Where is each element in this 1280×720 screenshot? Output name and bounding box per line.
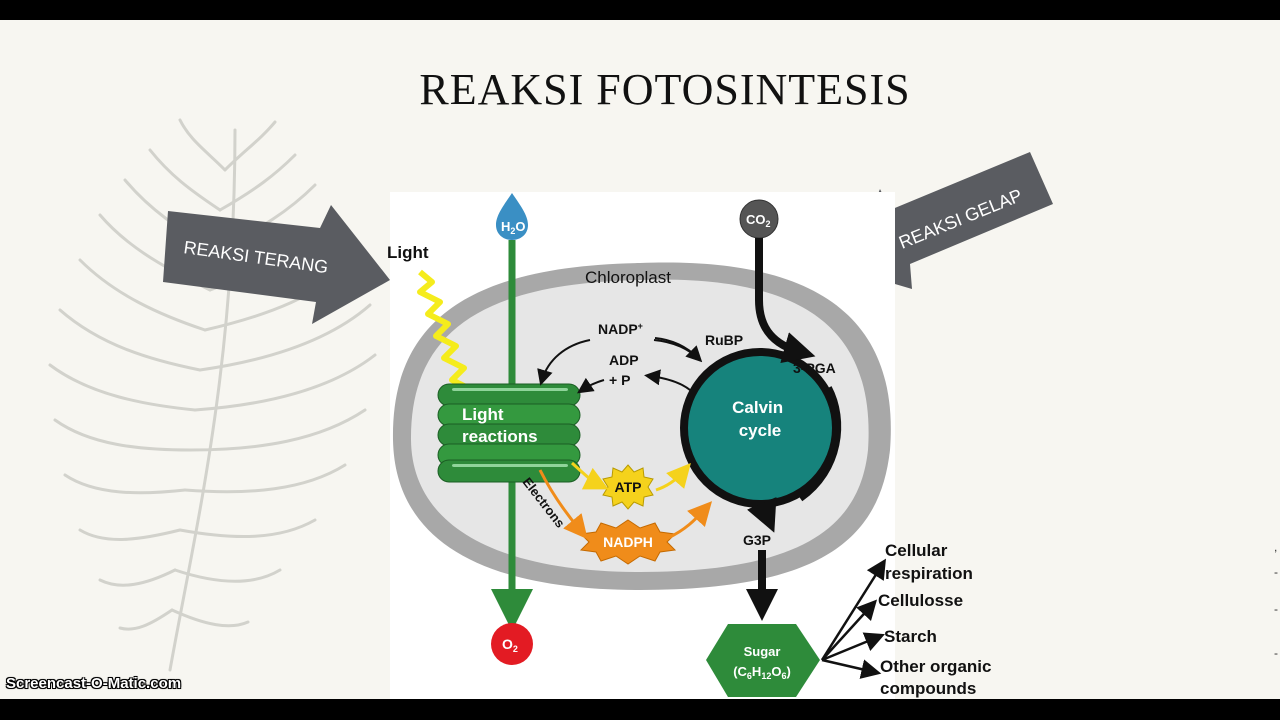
co2-input-arrow	[755, 238, 816, 364]
nadph-to-calvin-arrow	[667, 501, 713, 540]
nadp-label: NADP+	[598, 321, 643, 337]
thylakoid-stack	[437, 383, 581, 483]
adp-label: ADP + P	[609, 352, 642, 388]
nadph-burst-icon	[579, 519, 677, 565]
h2o-drop-icon	[496, 193, 528, 240]
o2-circle-icon	[491, 623, 533, 665]
light-label: Light	[387, 243, 429, 262]
watermark-text: Screencast-O-Matic.com	[6, 675, 182, 692]
output-arrow-cellulose	[821, 599, 878, 661]
calvin-to-adp-arrow	[644, 369, 691, 391]
nadp-return-arrow	[537, 339, 591, 386]
slide-title: REAKSI FOTOSINTESIS	[419, 65, 911, 114]
atp-to-calvin-arrow	[655, 462, 691, 492]
h2o-label: H2O	[501, 219, 526, 236]
edge-mark: -	[1274, 602, 1278, 616]
nadph-label: NADPH	[603, 534, 653, 550]
nadp-to-calvin-arrow	[654, 337, 703, 363]
slide: REAKSI FOTOSINTESIS REAKSI TERANG REAKSI…	[0, 20, 1280, 699]
output-respiration: Cellular respiration	[885, 541, 973, 583]
g3p-exit-arrow	[746, 496, 777, 533]
o2-label: O2	[502, 636, 518, 654]
photosynthesis-diagram: Chloroplast H2O O2 Light Light reactio	[387, 193, 996, 698]
light-to-atp-arrow	[570, 461, 609, 490]
edge-mark: -	[1274, 646, 1278, 660]
adp-return-arrow	[577, 377, 605, 394]
output-arrow-starch	[821, 632, 885, 662]
g3p-label: G3P	[743, 532, 771, 548]
pga-label: 3-PGA	[793, 360, 836, 376]
edge-mark: ,	[1274, 540, 1278, 554]
output-other: Other organic compounds	[880, 657, 996, 698]
output-cellulose: Cellulosse	[878, 591, 963, 610]
sugar-hexagon	[706, 624, 820, 697]
output-arrow-other	[821, 658, 882, 679]
light-reactions-label: Light reactions	[462, 405, 538, 446]
atp-label: ATP	[615, 479, 642, 495]
atp-burst-icon	[602, 464, 654, 510]
electron-to-nadph-arrow	[538, 469, 588, 540]
output-starch: Starch	[884, 627, 937, 646]
output-arrow-respiration	[820, 558, 887, 661]
calvin-cycle-label: Calvin cycle	[732, 398, 788, 440]
calvin-ring-arrow	[797, 386, 842, 502]
sugar-label: Sugar	[744, 644, 781, 659]
sugar-formula: (C6H12O6)	[733, 664, 791, 681]
edge-mark: -	[1274, 565, 1278, 579]
rubp-label: RuBP	[705, 332, 743, 348]
chloroplast-label: Chloroplast	[585, 268, 671, 287]
light-squiggle-icon	[417, 269, 474, 393]
co2-label: CO2	[746, 212, 771, 229]
